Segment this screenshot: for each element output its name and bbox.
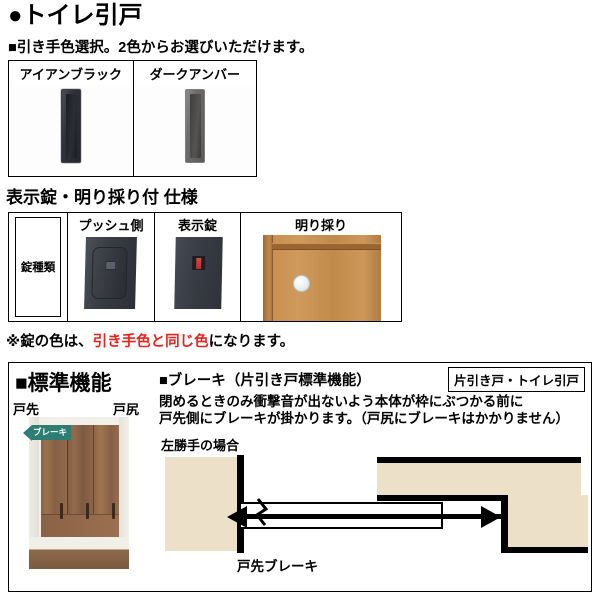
panel-seam [67,425,68,537]
door-rail [272,243,381,250]
door-type-badge: 片引き戸・トイレ引戸 [447,367,585,392]
arrow-right-icon [481,506,501,528]
standard-function-title: ■標準機能 [15,372,112,395]
lock-kind-column: 錠種類 [9,213,67,321]
brake-direction-badge: ブレーキ [23,424,72,441]
lock-column-label: 表示錠 [177,218,217,233]
diagram-wall-right [501,495,588,553]
note-highlight: 引き手色と同じ色 [92,334,209,350]
round-light-window-icon [293,275,310,292]
page-title: ●トイレ引戸 [8,2,143,29]
diagram-travel-line [245,514,501,519]
handle-option-iron-black[interactable]: アイアンブラック [9,61,133,176]
indicator-red-marker [196,257,202,269]
diagram-wall-top-right [377,457,581,501]
lock-column-indicator: 表示錠 [154,213,240,321]
panel-seam [93,425,94,537]
diagram-case-label: 左勝手の場合 [161,438,240,453]
standard-function-panel: ■標準機能 戸先 戸尻 ブレーキ ■ブレーキ（片引き戸標準機能） 片引き戸・トイ… [8,362,592,592]
pull-handle-icon [184,89,205,163]
note-suffix: になります。 [208,334,295,350]
handle-option-label: アイアンブラック [19,67,122,82]
lock-spec-table: 錠種類 プッシュ側 表示錠 明り採り [8,212,402,322]
door-side-labels: 戸先 戸尻 [13,399,139,418]
arrow-left-icon [23,424,32,441]
door-frame [263,235,273,321]
lock-color-note: ※錠の色は、引き手色と同じ色になります。 [6,330,294,351]
handle-section-heading: ■引き手色選択。2色からお選びいただけます。 [8,40,314,56]
lock-column-label: プッシュ側 [78,218,144,233]
indicator-window-icon [192,256,206,270]
brake-description: 閉めるときのみ衝撃音が出ないよう本体が枠にぶつかる前に 戸先側にブレーキが掛かり… [159,393,569,427]
diagram-brake-label: 戸先ブレーキ [237,559,318,574]
diagram-wall-left [165,457,237,551]
photo-wall-left [29,417,39,569]
brake-description-line-2: 戸先側にブレーキが掛かります。（戸尻にブレーキはかかりません） [159,411,569,426]
photo-floor [29,537,129,569]
door-rear-label: 戸尻 [112,402,139,417]
handle-option-label: ダークアンバー [149,67,240,82]
brake-heading: ■ブレーキ（片引き戸標準機能） [159,373,371,389]
lock-section-heading: 表示錠・明り採り付 仕様 [6,188,198,207]
light-intake-door-image [263,235,381,321]
handle-photo-dark-amber [133,85,256,176]
break-symbol-icon [254,498,269,526]
lock-column-label: 明り採り [294,218,347,233]
door-kick-plate [41,514,119,537]
diagram-wall-right-edge [501,547,588,553]
pull-handle-icon [60,89,81,163]
lock-column-light-intake: 明り採り [240,213,401,321]
lock-column-push-side: プッシュ側 [67,213,154,321]
handle-option-dark-amber[interactable]: ダークアンバー [132,61,256,176]
push-lock-image [84,237,137,309]
brake-badge-label: ブレーキ [32,425,72,440]
photo-wall-right [119,417,129,569]
lock-kind-label: 錠種類 [15,217,61,317]
arrow-left-icon [227,506,247,528]
brake-description-line-1: 閉めるときのみ衝撃音が出ないよう本体が枠にぶつかる前に [159,394,524,409]
brake-plan-diagram: 左勝手の場合 戸先ブレーキ [159,435,588,585]
handle-photo-iron-black [9,85,133,176]
push-keyhole-icon [105,261,117,270]
note-prefix: ※錠の色は、 [6,334,93,350]
push-button-icon [91,247,128,299]
handle-color-table: アイアンブラック ダークアンバー [8,60,257,177]
indicator-lock-image [174,237,223,309]
door-handle-icon [112,503,115,519]
door-handle-icon [60,503,63,519]
sliding-door-photo [29,417,129,569]
door-front-label: 戸先 [13,402,40,417]
door-handle-icon [86,503,89,519]
